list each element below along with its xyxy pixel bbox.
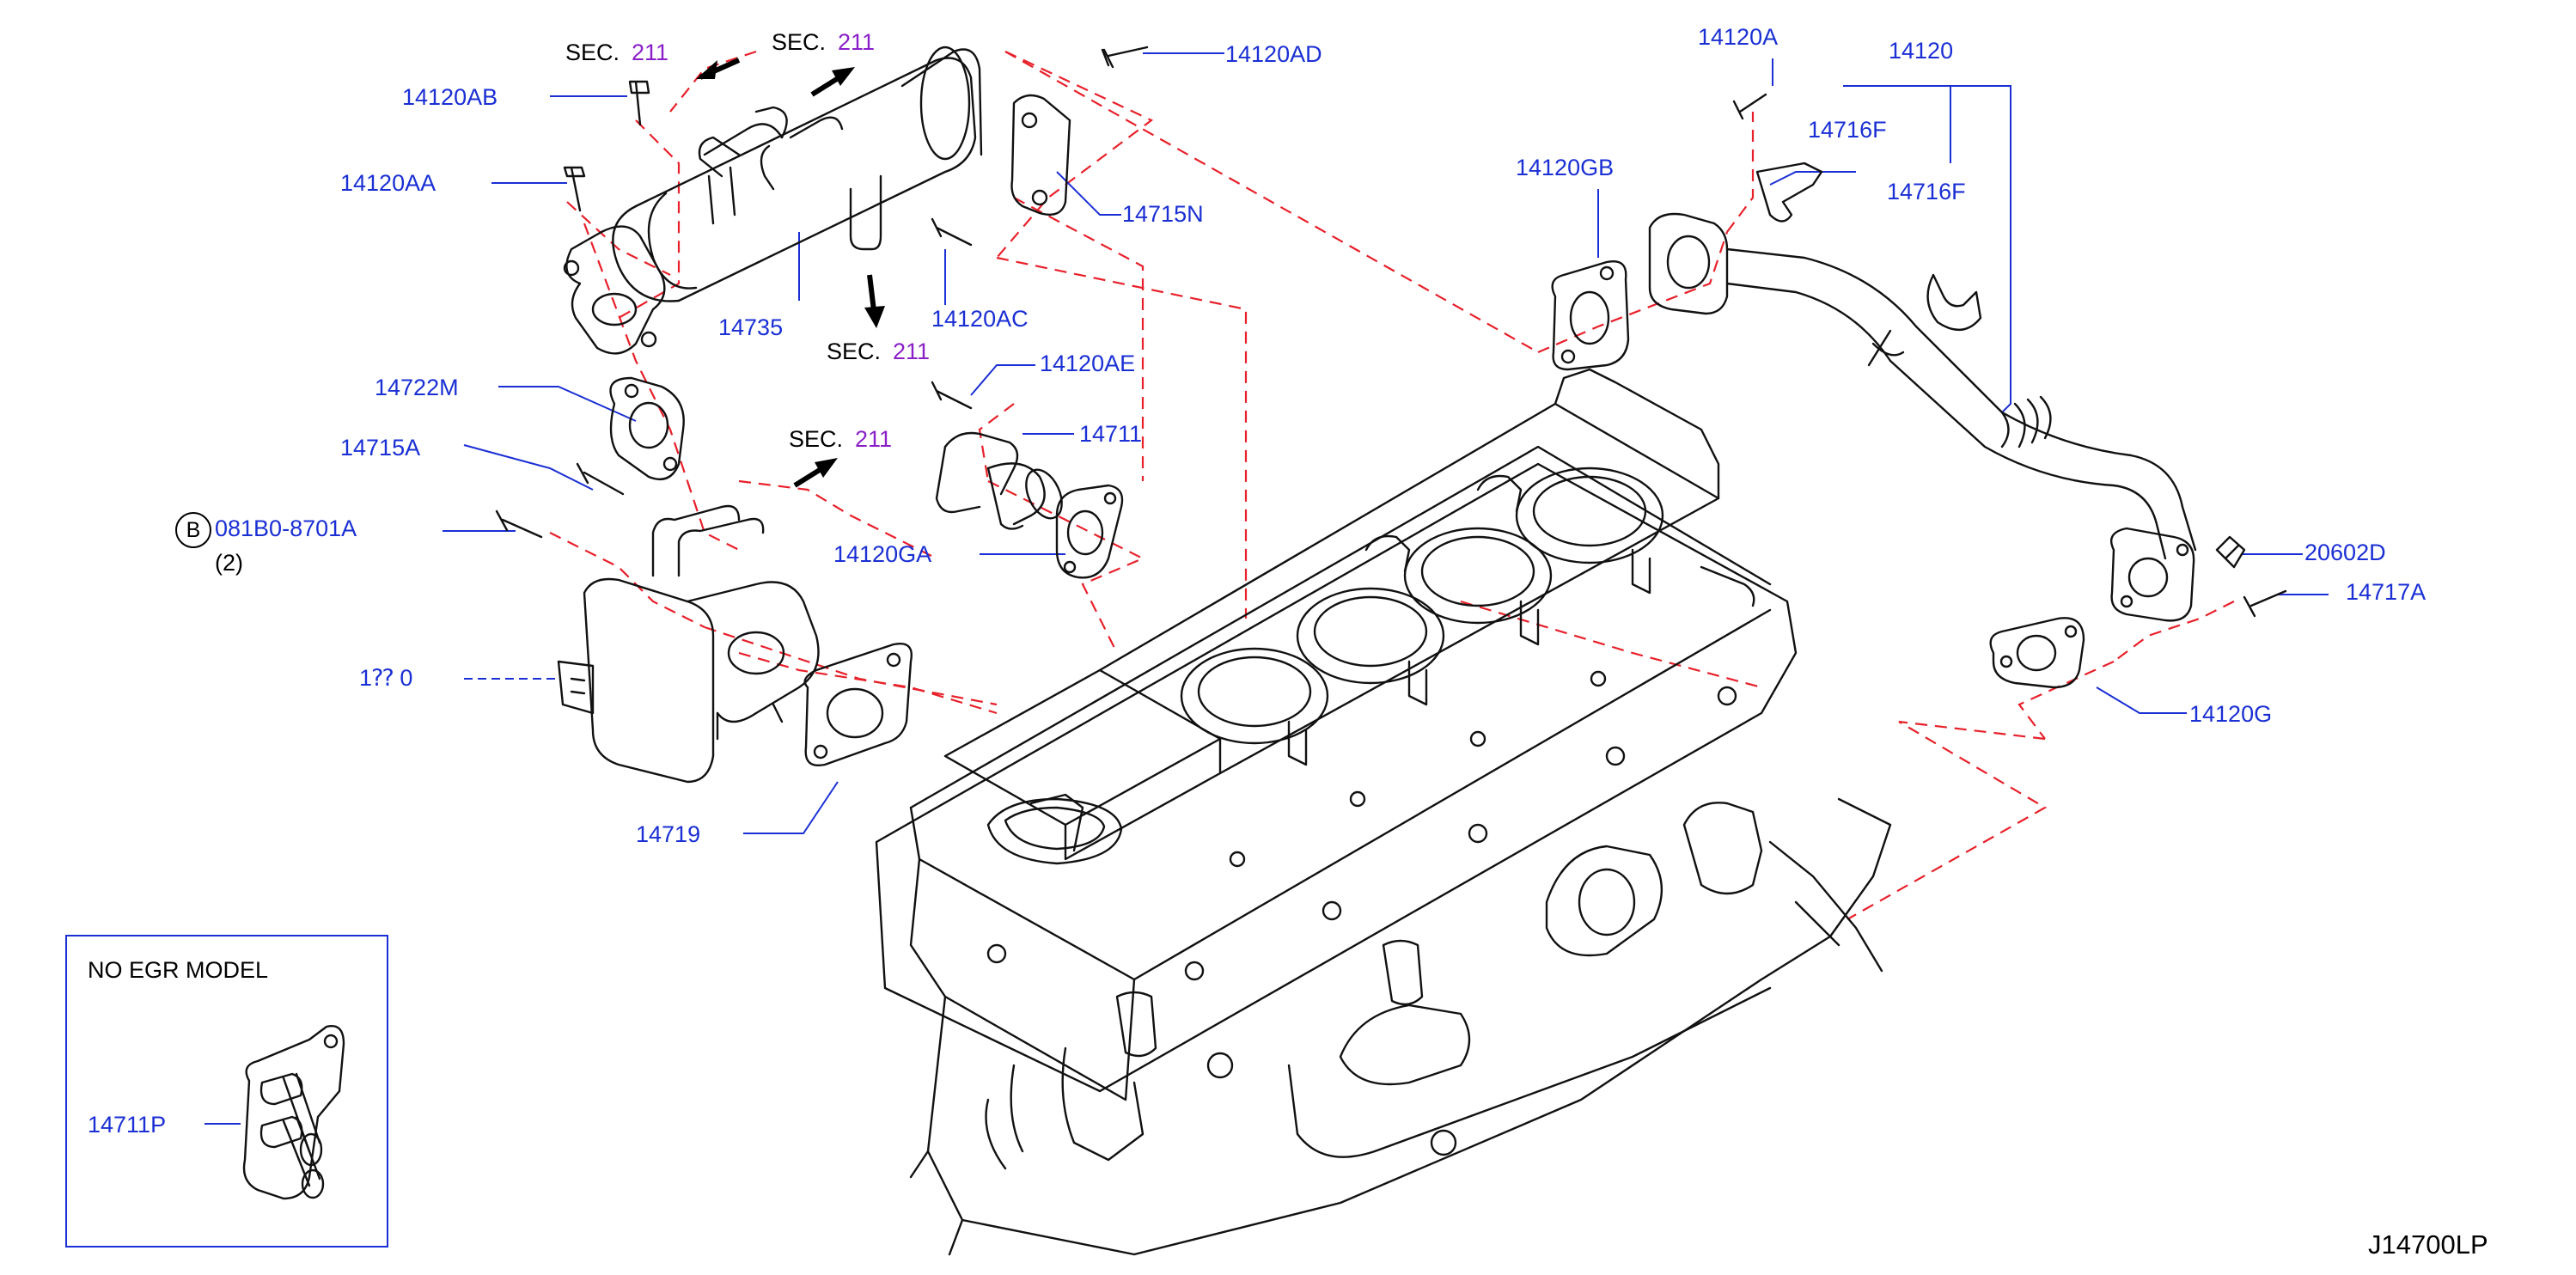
gasket-14719 xyxy=(803,643,913,766)
section-arrows xyxy=(696,58,885,488)
part-label-14120g[interactable]: 14120G xyxy=(2189,701,2273,727)
section-ref-label: SEC. xyxy=(565,40,620,65)
gasket-14722m xyxy=(609,376,685,481)
bolt-code: 081B0-8701A xyxy=(215,515,357,542)
section-ref-label: SEC. xyxy=(789,426,844,452)
part-label-14719[interactable]: 14719 xyxy=(636,821,701,847)
gasket-14120ga xyxy=(1055,484,1124,579)
part-label-14715n[interactable]: 14715N xyxy=(1122,201,1204,227)
part-label-20602d[interactable]: 20602D xyxy=(2304,540,2386,565)
part-label-14120ab[interactable]: 14120AB xyxy=(402,84,498,110)
section-ref-number: 211 xyxy=(893,339,931,364)
section-ref-3[interactable]: SEC. 211 xyxy=(827,339,930,364)
section-ref-4[interactable]: SEC. 211 xyxy=(789,426,892,452)
cooler-flange xyxy=(563,225,666,355)
part-label-14717a[interactable]: 14717A xyxy=(2346,579,2426,605)
part-label-14716f-lower[interactable]: 14716F xyxy=(1887,179,1966,204)
leader-lines xyxy=(204,52,2329,1125)
egr-valve-14710 xyxy=(557,504,820,784)
part-label-14722m[interactable]: 14722M xyxy=(375,375,459,400)
cylinder-head xyxy=(875,368,1892,1256)
bolt-quantity: (2) xyxy=(215,550,243,576)
bracket-14715n xyxy=(1010,94,1071,217)
connector-14711 xyxy=(935,431,1063,530)
section-ref-2[interactable]: SEC. 211 xyxy=(772,29,875,55)
part-label-14120gb[interactable]: 14120GB xyxy=(1516,155,1615,180)
egr-tube-14120 xyxy=(1648,212,2197,622)
part-label-14735[interactable]: 14735 xyxy=(718,314,784,340)
section-ref-label: SEC. xyxy=(772,29,827,55)
part-label-14715a[interactable]: 14715A xyxy=(340,435,421,461)
bolt-circle-marker: B xyxy=(175,512,211,548)
part-label-14120ga[interactable]: 14120GA xyxy=(833,541,932,567)
gasket-14120gb xyxy=(1551,260,1630,371)
part-label-14716f-upper[interactable]: 14716F xyxy=(1808,117,1887,143)
part-label-14120ae[interactable]: 14120AE xyxy=(1040,351,1136,376)
assembly-dashed-lines xyxy=(549,50,2235,920)
part-label-14120ad[interactable]: 14120AD xyxy=(1225,41,1322,67)
section-ref-label: SEC. xyxy=(827,339,882,364)
part-label-14711p[interactable]: 14711P xyxy=(88,1112,167,1138)
part-label-14120ac[interactable]: 14120AC xyxy=(931,306,1029,332)
gasket-14120g xyxy=(1989,617,2085,689)
inset-part-14711p xyxy=(242,1025,345,1200)
part-label-14710[interactable]: 1⁇ 0 xyxy=(359,665,413,691)
section-ref-1[interactable]: SEC. 211 xyxy=(565,40,668,65)
part-label-14120[interactable]: 14120 xyxy=(1889,38,1954,64)
egr-cooler-14735 xyxy=(612,46,983,302)
inset-title: NO EGR MODEL xyxy=(88,957,269,983)
diagram-code: J14700LP xyxy=(2368,1229,2488,1260)
inset-no-egr-model xyxy=(65,935,388,1248)
part-label-14120aa[interactable]: 14120AA xyxy=(340,170,436,196)
section-ref-number: 211 xyxy=(632,40,669,65)
clamps-14716f xyxy=(1755,162,1982,331)
section-ref-number: 211 xyxy=(855,426,893,452)
component-outlines xyxy=(242,46,2287,1256)
bolts xyxy=(495,46,2287,618)
part-label-14711[interactable]: 14711 xyxy=(1079,421,1143,447)
section-ref-number: 211 xyxy=(838,29,876,55)
part-label-14120a[interactable]: 14120A xyxy=(1698,24,1779,50)
